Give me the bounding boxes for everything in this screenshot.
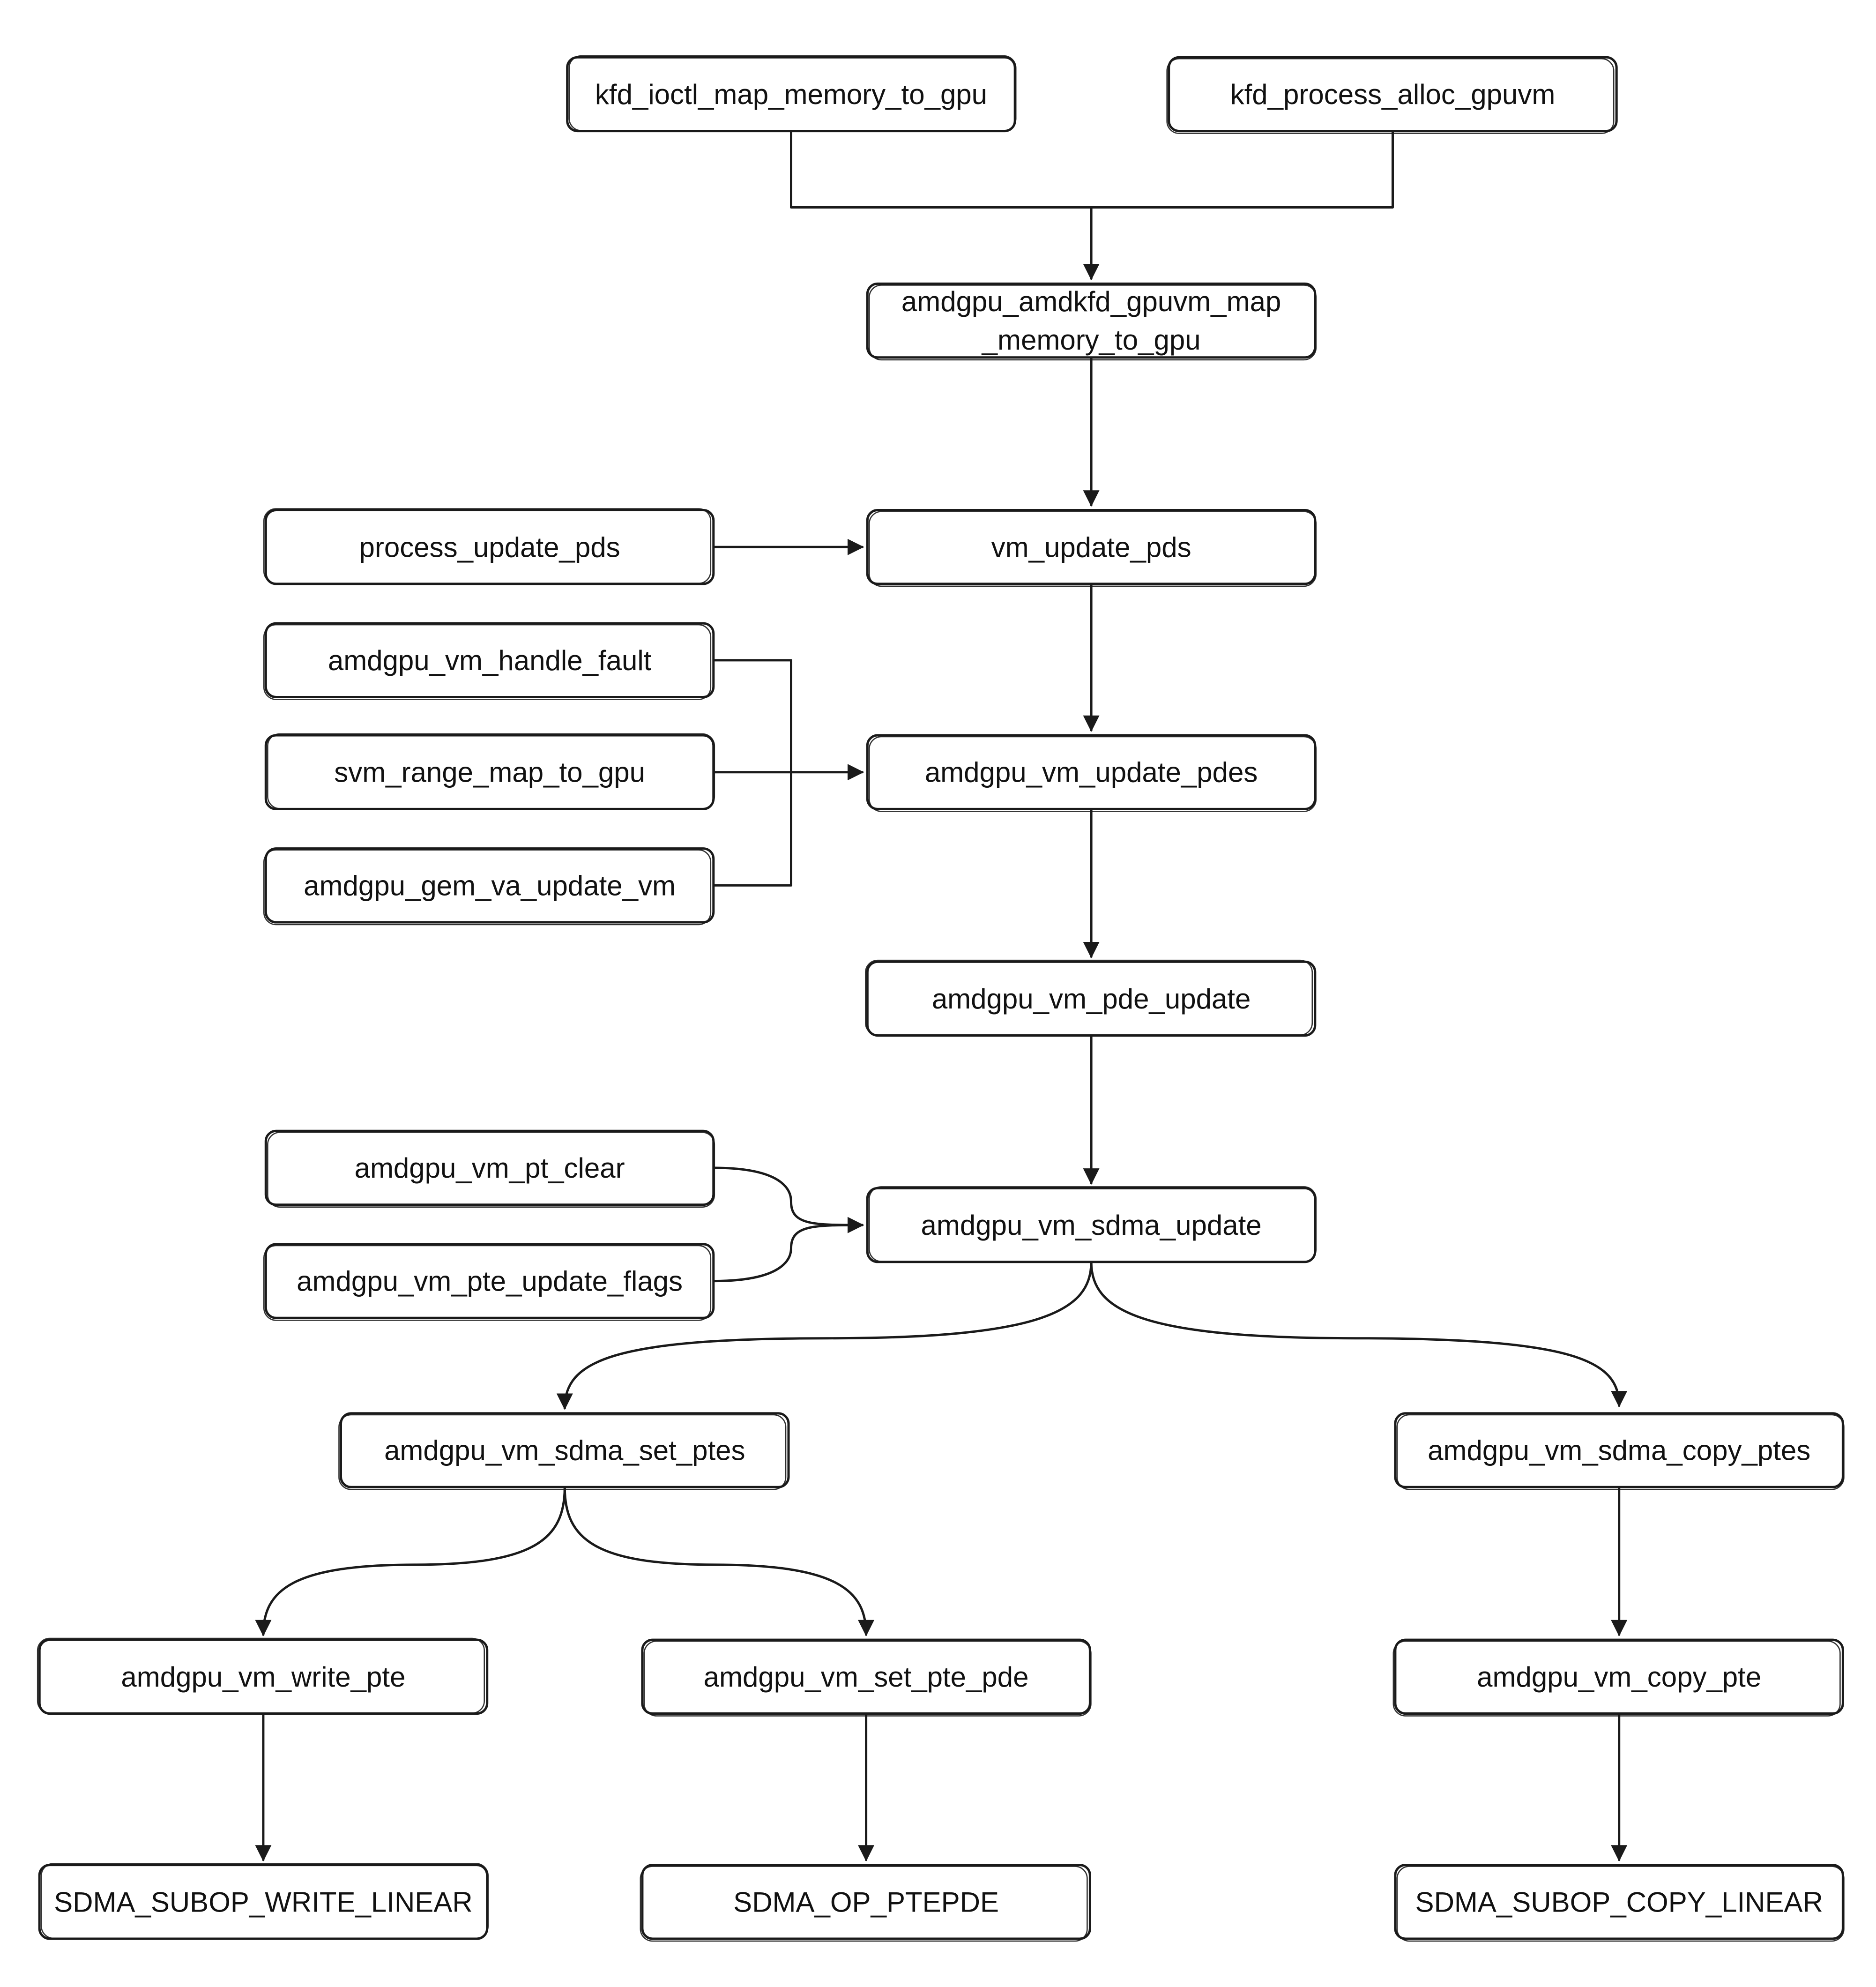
node-box — [264, 622, 715, 698]
node-set-ptes: amdgpu_vm_sdma_set_ptes — [338, 1412, 790, 1490]
node-pde-update: amdgpu_vm_pde_update — [865, 959, 1317, 1037]
node-box-sketch — [263, 849, 712, 926]
node-box-sketch — [869, 284, 1317, 361]
node-box-sketch — [1396, 1866, 1845, 1942]
node-box-sketch — [643, 1640, 1092, 1717]
node-label: SDMA_SUBOP_WRITE_LINEAR — [54, 1886, 473, 1918]
node-pte-flags: amdgpu_vm_pte_update_flags — [263, 1243, 715, 1321]
node-box-sketch — [263, 624, 712, 700]
node-box-sketch — [1166, 58, 1615, 134]
edge-handle_fault-to-upd_pdes — [712, 659, 792, 774]
edges-layer — [255, 130, 1628, 1862]
node-box — [866, 734, 1317, 810]
node-label: amdgpu_vm_handle_fault — [328, 645, 652, 676]
node-svm-range: svm_range_map_to_gpu — [264, 733, 715, 810]
node-label: amdgpu_vm_sdma_set_ptes — [384, 1435, 745, 1466]
node-box-sketch — [263, 508, 712, 584]
node-upd-pdes: amdgpu_vm_update_pdes — [866, 734, 1317, 812]
node-copy-linear: SDMA_SUBOP_COPY_LINEAR — [1394, 1864, 1845, 1942]
edge-pte_flags-to-sdma_update — [712, 1224, 864, 1283]
node-box-sketch — [865, 959, 1313, 1036]
node-label: amdgpu_vm_update_pdes — [925, 757, 1258, 788]
node-kfd-alloc: kfd_process_alloc_gpuvm — [1166, 56, 1618, 134]
node-label: amdgpu_vm_write_pte — [121, 1661, 405, 1693]
node-box — [641, 1864, 1091, 1940]
edge-set_ptes-to-set_pte_pde — [563, 1486, 875, 1636]
node-label: amdgpu_vm_pt_clear — [355, 1152, 625, 1184]
edge-set_ptes-to-write_pte — [255, 1486, 566, 1636]
node-box — [866, 282, 1317, 359]
node-set-pte-pde: amdgpu_vm_set_pte_pde — [641, 1638, 1092, 1717]
node-write-pte: amdgpu_vm_write_pte — [37, 1637, 489, 1715]
node-write-linear: SDMA_SUBOP_WRITE_LINEAR — [38, 1863, 489, 1940]
node-handle-fault: amdgpu_vm_handle_fault — [263, 622, 715, 700]
node-box-sketch — [338, 1414, 787, 1490]
node-sdma-update: amdgpu_vm_sdma_update — [866, 1186, 1317, 1263]
node-label: SDMA_OP_PTEPDE — [733, 1886, 999, 1918]
node-vm-upd-pds: vm_update_pds — [866, 509, 1317, 587]
node-box-sketch — [568, 55, 1017, 131]
node-box — [1168, 56, 1618, 133]
node-box — [641, 1638, 1091, 1715]
node-copy-pte: amdgpu_vm_copy_pte — [1392, 1638, 1844, 1717]
node-gem-va: amdgpu_gem_va_update_vm — [263, 847, 715, 926]
edge-pt_clear-to-sdma_update — [712, 1166, 864, 1233]
node-label: amdgpu_vm_copy_pte — [1477, 1661, 1761, 1693]
node-pt-clear: amdgpu_vm_pt_clear — [264, 1129, 715, 1208]
node-label: amdgpu_gem_va_update_vm — [304, 870, 676, 901]
node-label: process_update_pds — [359, 531, 620, 563]
node-box-sketch — [869, 736, 1317, 812]
node-box-sketch — [267, 1132, 715, 1208]
node-label: amdgpu_vm_sdma_update — [921, 1210, 1262, 1241]
edge-kfd_alloc-to-map_mem — [1090, 130, 1394, 209]
edge-sdma_update-to-set_ptes — [556, 1261, 1093, 1410]
node-label: kfd_ioctl_map_memory_to_gpu — [595, 79, 987, 110]
node-op-ptepde: SDMA_OP_PTEPDE — [640, 1864, 1091, 1942]
node-label: svm_range_map_to_gpu — [334, 757, 645, 788]
node-kfd-ioctl: kfd_ioctl_map_memory_to_gpu — [566, 55, 1017, 133]
edge-sdma_update-to-copy_ptes — [1090, 1261, 1628, 1408]
node-box-sketch — [1396, 1414, 1845, 1490]
nodes-layer: kfd_ioctl_map_memory_to_gpu kfd_process_a… — [37, 55, 1845, 1942]
node-box — [1394, 1864, 1844, 1940]
node-box — [340, 1412, 790, 1488]
edge-kfd_ioctl-to-map_mem — [790, 130, 1100, 280]
node-box-sketch — [37, 1637, 485, 1714]
node-proc-upd-pds: process_update_pds — [263, 508, 715, 585]
node-box-sketch — [869, 1186, 1317, 1262]
node-label: vm_update_pds — [991, 531, 1191, 563]
node-map-mem: amdgpu_amdkfd_gpuvm_map_memory_to_gpu — [866, 282, 1317, 361]
node-box — [866, 509, 1317, 585]
node-box — [1394, 1412, 1844, 1488]
node-copy-ptes: amdgpu_vm_sdma_copy_ptes — [1394, 1412, 1845, 1490]
node-box — [264, 1243, 715, 1319]
node-box-sketch — [869, 511, 1317, 587]
node-label: amdgpu_vm_sdma_copy_ptes — [1428, 1435, 1810, 1466]
node-box-sketch — [267, 733, 715, 809]
node-label: amdgpu_vm_pde_update — [932, 983, 1251, 1015]
node-label: amdgpu_amdkfd_gpuvm_map_memory_to_gpu — [901, 286, 1281, 356]
node-label: kfd_process_alloc_gpuvm — [1230, 79, 1556, 110]
node-box — [264, 1129, 715, 1206]
node-box-sketch — [1392, 1640, 1841, 1717]
node-label: SDMA_SUBOP_COPY_LINEAR — [1415, 1886, 1823, 1918]
node-box — [1394, 1638, 1844, 1715]
edge-gem_va-to-upd_pdes — [712, 771, 792, 887]
node-label: amdgpu_vm_set_pte_pde — [704, 1661, 1029, 1693]
node-box-sketch — [40, 1863, 489, 1939]
node-label: amdgpu_vm_pte_update_flags — [297, 1266, 683, 1297]
node-box-sketch — [640, 1866, 1088, 1942]
node-box — [264, 847, 715, 924]
node-box-sketch — [263, 1245, 712, 1321]
